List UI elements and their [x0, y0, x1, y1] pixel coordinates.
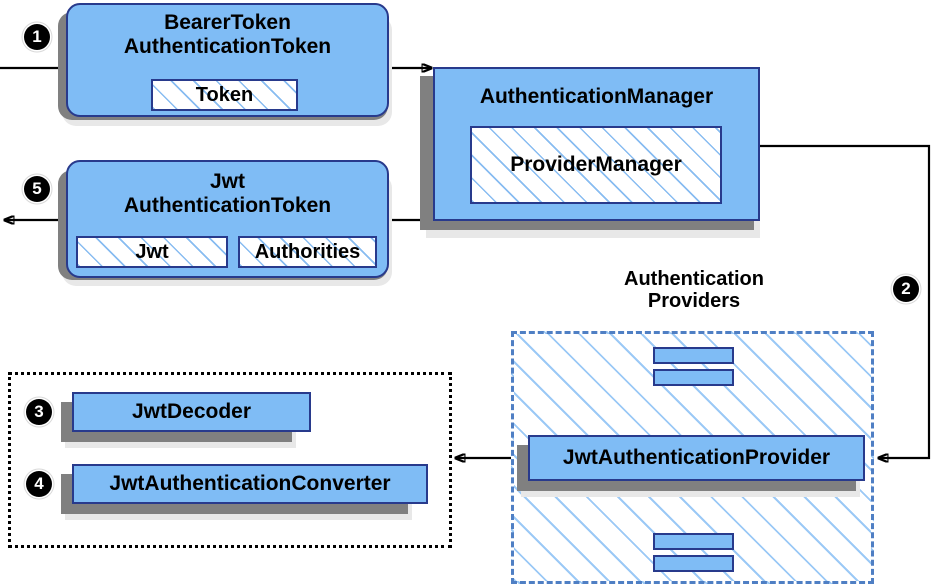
jwt-decoder[interactable]: JwtDecoder	[72, 392, 311, 432]
provider-stack-bar-bottom-1	[653, 533, 734, 550]
step-marker-5: 5	[24, 176, 50, 202]
step-marker-3-label: 3	[34, 402, 44, 421]
authorities-inner-label: Authorities	[254, 240, 361, 263]
provider-manager-label: ProviderManager	[510, 153, 682, 176]
jwt-authentication-token-title: Jwt AuthenticationToken	[123, 170, 332, 218]
jwt-authentication-provider[interactable]: JwtAuthenticationProvider	[528, 435, 865, 481]
step-marker-4: 4	[26, 471, 52, 497]
authentication-providers-caption: Authentication Providers	[624, 268, 764, 313]
provider-stack-bar-bottom-2	[653, 555, 734, 572]
step-marker-2-label: 2	[901, 279, 911, 298]
jwt-support-region	[8, 372, 452, 548]
bearer-token-authentication-token[interactable]: BearerToken AuthenticationToken	[66, 3, 389, 117]
step-marker-4-label: 4	[34, 474, 44, 493]
step-marker-3: 3	[26, 399, 52, 425]
token-inner-box[interactable]: Token	[151, 79, 298, 111]
step-marker-1: 1	[24, 24, 50, 50]
jwt-authentication-converter[interactable]: JwtAuthenticationConverter	[72, 464, 428, 504]
jwt-authentication-provider-label: JwtAuthenticationProvider	[562, 446, 831, 469]
jwt-decoder-label: JwtDecoder	[131, 400, 252, 423]
jwt-inner-box[interactable]: Jwt	[76, 236, 228, 268]
step-marker-1-label: 1	[32, 27, 42, 46]
provider-manager-inner-box[interactable]: ProviderManager	[470, 126, 722, 204]
jwt-authentication-converter-label: JwtAuthenticationConverter	[109, 472, 391, 495]
bearer-token-title: BearerToken AuthenticationToken	[123, 11, 332, 59]
authentication-manager-title: AuthenticationManager	[479, 85, 714, 108]
provider-stack-bar-top-2	[653, 369, 734, 386]
jwt-inner-label: Jwt	[135, 240, 169, 263]
step-marker-5-label: 5	[32, 179, 42, 198]
provider-stack-bar-top-1	[653, 347, 734, 364]
jwt-authentication-token[interactable]: Jwt AuthenticationToken	[66, 160, 389, 278]
step-marker-2: 2	[893, 276, 919, 302]
authorities-inner-box[interactable]: Authorities	[238, 236, 377, 268]
token-inner-label: Token	[195, 83, 254, 106]
